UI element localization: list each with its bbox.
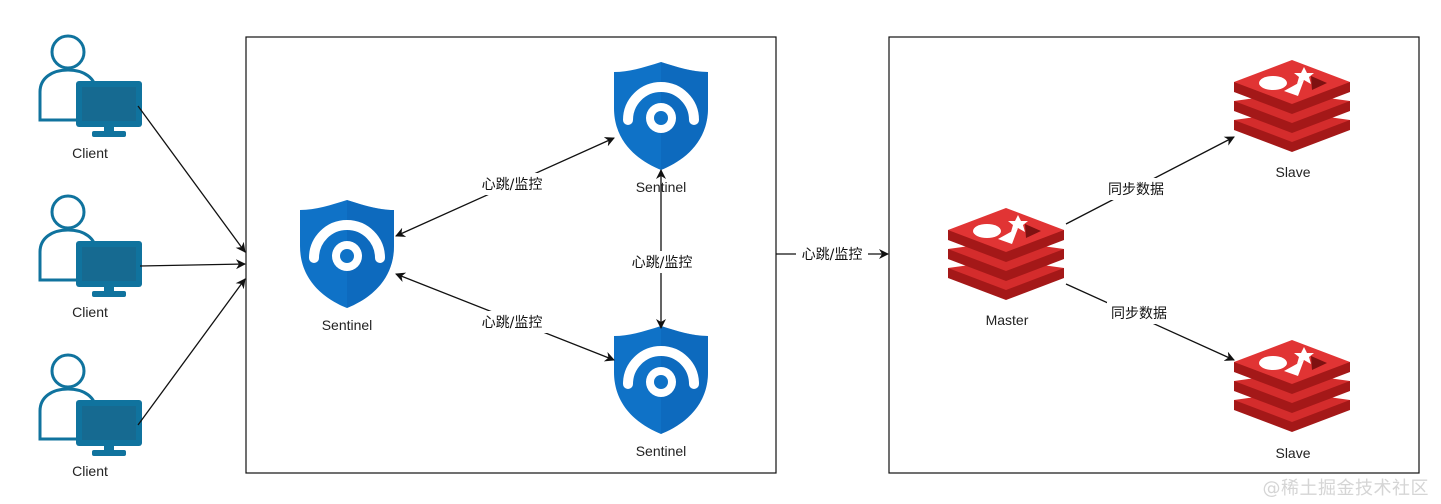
client-2-to-sentinel-arrow <box>139 259 246 270</box>
redis-slave-top-label: Slave <box>1275 164 1310 180</box>
edge-label-master-slave-top: 同步数据 <box>1108 182 1164 198</box>
edge-label-master-slave-bottom: 同步数据 <box>1111 306 1167 322</box>
client-3[interactable]: Client <box>38 353 144 479</box>
client-icon <box>38 34 144 139</box>
client-3-label: Client <box>72 463 108 479</box>
client-3-to-sentinel-arrow <box>137 278 246 426</box>
edge-label-bg-master-slave-bottom <box>1107 302 1171 324</box>
client-1-label: Client <box>72 145 108 161</box>
edge-label-bg-top-bottom <box>626 251 698 273</box>
sentinel-left-label: Sentinel <box>322 317 373 333</box>
sentinel-left[interactable]: Sentinel <box>300 200 394 333</box>
client-1[interactable]: Client <box>38 34 144 161</box>
client-icon <box>38 194 144 299</box>
edge-label-sentinel-redis: 心跳/监控 <box>802 247 863 263</box>
redis-slave-top[interactable]: Slave <box>1234 60 1350 180</box>
redis-slave-bottom-label: Slave <box>1275 445 1310 461</box>
edge-label-left-top: 心跳/监控 <box>482 177 543 193</box>
edge-label-bg-left-bottom <box>476 311 548 333</box>
edge-label-bg-master-slave-top <box>1104 178 1168 200</box>
redis-slave-bottom[interactable]: Slave <box>1234 340 1350 461</box>
sentinel-bottom[interactable]: Sentinel <box>614 326 708 459</box>
edge-label-left-bottom: 心跳/监控 <box>482 315 543 331</box>
redis-master-label: Master <box>986 312 1029 328</box>
client-icon <box>38 353 144 458</box>
edge-label-bg-sentinel-redis <box>796 243 868 265</box>
client-2-label: Client <box>72 304 108 320</box>
redis-master[interactable]: Master <box>948 208 1064 328</box>
sentinel-bottom-label: Sentinel <box>636 443 687 459</box>
edge-label-top-bottom: 心跳/监控 <box>632 255 693 271</box>
client-2[interactable]: Client <box>38 194 144 320</box>
client-1-to-sentinel-arrow <box>137 105 246 253</box>
edge-label-bg-left-top <box>476 173 548 195</box>
